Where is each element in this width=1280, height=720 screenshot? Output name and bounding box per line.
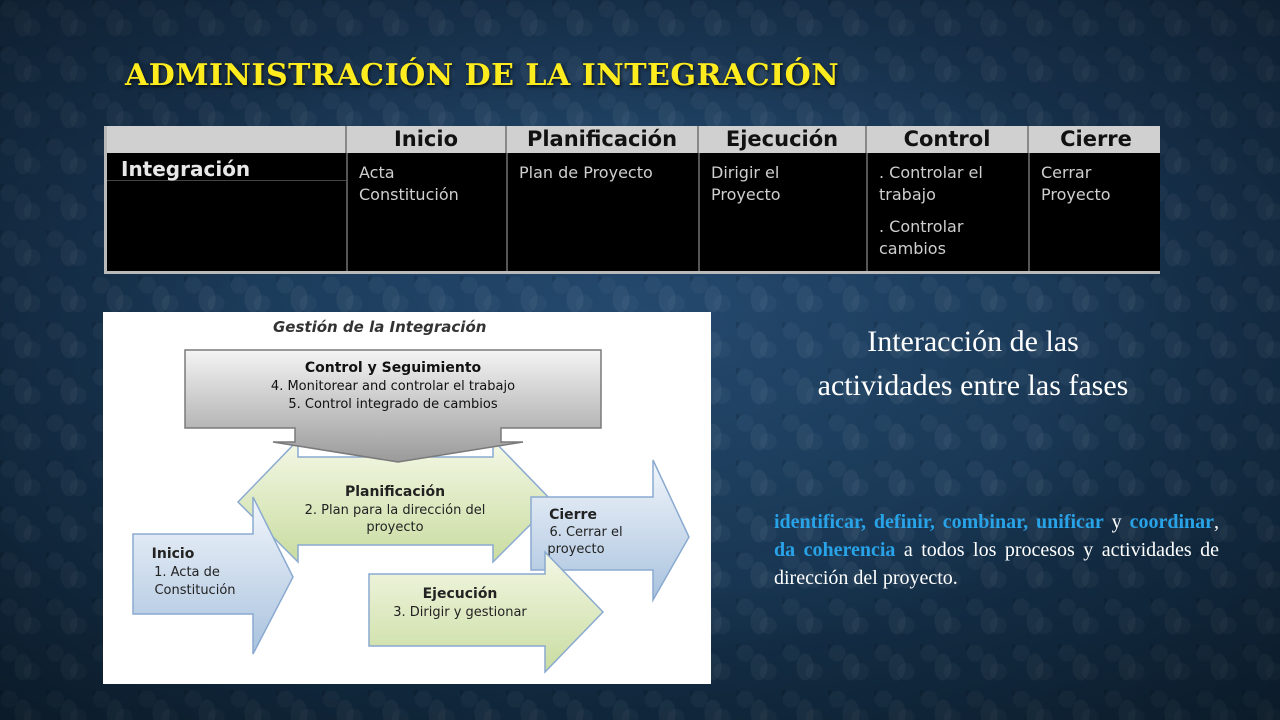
table-divider	[346, 153, 348, 271]
cell-line: . Controlar	[879, 217, 964, 236]
cierre-line1: 6. Cerrar el	[549, 525, 622, 540]
table-header-empty	[107, 126, 347, 153]
table-divider	[866, 153, 868, 271]
cell-line: cambios	[879, 239, 946, 258]
slide-title: ADMINISTRACIÓN DE LA INTEGRACIÓN	[125, 58, 840, 93]
ejecucion-title: Ejecución	[423, 586, 498, 602]
table-divider	[506, 153, 508, 271]
ejecucion-arrow	[368, 550, 605, 674]
subtitle: Interacción de las actividades entre las…	[730, 320, 1216, 408]
inicio-line1: 1. Acta de	[154, 565, 220, 580]
table-header-cierre: Cierre	[1060, 127, 1132, 151]
diagram-svg: Gestión de la Integración Planificación …	[132, 318, 690, 674]
inicio-arrow	[132, 496, 294, 655]
subtitle-line1: Interacción de las	[867, 325, 1079, 358]
diagram-heading: Gestión de la Integración	[273, 318, 486, 336]
table-cell-planificacion: Plan de Proyecto	[519, 162, 653, 184]
control-seguimiento-block	[184, 349, 602, 463]
control-line1: 4. Monitorear and controlar el trabajo	[271, 379, 515, 394]
inicio-line2: Constitución	[154, 583, 235, 598]
description-paragraph: identificar, definir, combinar, unificar…	[774, 508, 1219, 592]
cell-line: Cerrar	[1041, 163, 1092, 182]
control-title: Control y Seguimiento	[305, 360, 482, 376]
planificacion-title: Planificación	[345, 484, 445, 500]
inicio-title: Inicio	[152, 546, 195, 562]
table-header-control: Control	[867, 126, 1029, 153]
table-cell-inicio: Acta Constitución	[359, 162, 459, 206]
ejecucion-line1: 3. Dirigir y gestionar	[393, 605, 527, 620]
plain-text: y	[1103, 511, 1130, 533]
table-divider	[1028, 153, 1030, 271]
cell-line: Dirigir el	[711, 163, 780, 182]
plain-text: ,	[1214, 511, 1220, 533]
table-cell-control: . Controlar el trabajo . Controlar cambi…	[879, 162, 983, 260]
phase-table: Inicio Planificación Ejecución Control C…	[104, 126, 1160, 274]
table-row-line	[107, 180, 346, 181]
cell-line: Proyecto	[711, 185, 781, 204]
highlight-text: da coherencia	[774, 539, 896, 561]
planificacion-line2: proyecto	[366, 520, 423, 535]
highlight-text: identificar, definir, combinar, unificar	[774, 511, 1104, 533]
table-row-label: Integración	[121, 157, 251, 181]
cierre-title: Cierre	[549, 507, 597, 523]
cell-line: . Controlar el	[879, 163, 983, 182]
table-cell-cierre: Cerrar Proyecto	[1041, 162, 1111, 206]
table-header-planificacion: Planificación	[507, 126, 699, 153]
cierre-line2: proyecto	[547, 542, 604, 557]
planificacion-line1: 2. Plan para la dirección del	[305, 503, 486, 518]
table-header-inicio: Inicio	[347, 126, 507, 153]
table-header-ejecucion: Ejecución	[699, 126, 867, 153]
integration-diagram: Gestión de la Integración Planificación …	[103, 312, 711, 684]
table-header-row: Inicio Planificación Ejecución Control C…	[107, 126, 1160, 153]
subtitle-line2: actividades entre las fases	[817, 369, 1129, 402]
cell-line: Proyecto	[1041, 185, 1111, 204]
control-line2: 5. Control integrado de cambios	[288, 397, 497, 412]
table-cell-ejecucion: Dirigir el Proyecto	[711, 162, 781, 206]
cell-line: trabajo	[879, 185, 936, 204]
highlight-text: coordinar	[1129, 511, 1215, 533]
cell-line: Constitución	[359, 185, 459, 204]
cell-line: Plan de Proyecto	[519, 163, 653, 182]
cell-line: Acta	[359, 163, 395, 182]
table-divider	[698, 153, 700, 271]
plain-text: a todos los procesos y actividades de di…	[774, 539, 1220, 589]
